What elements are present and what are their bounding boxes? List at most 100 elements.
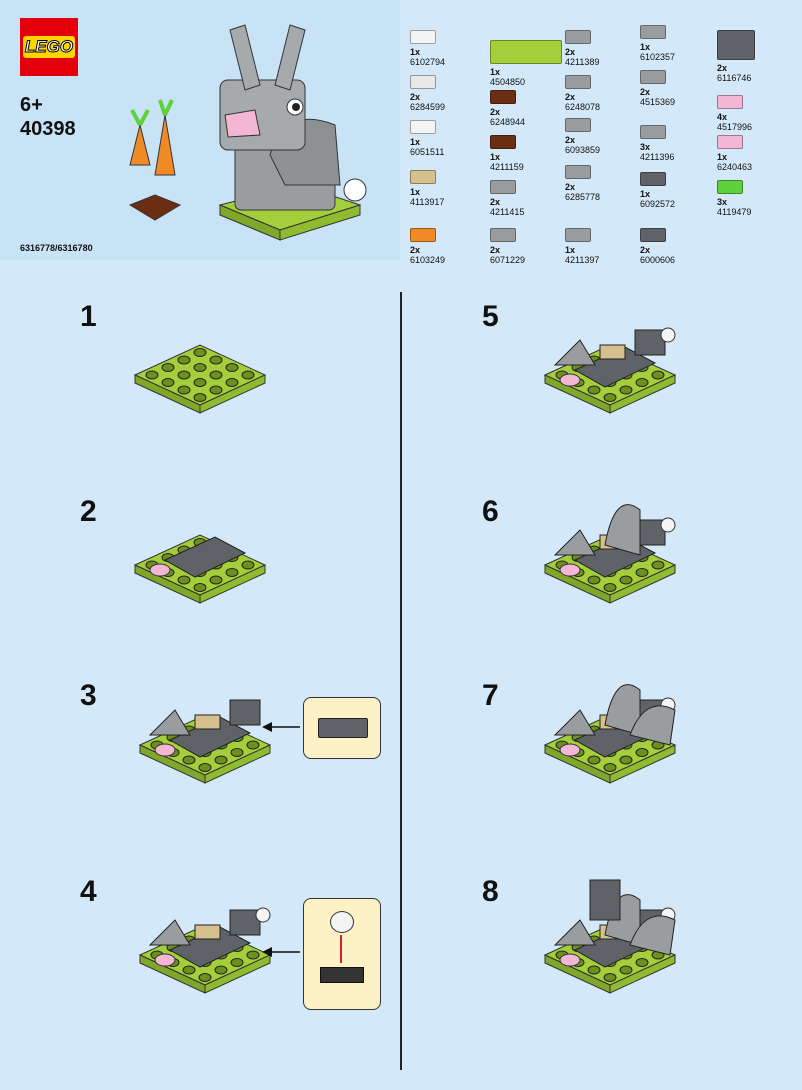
age-label: 6+ [20, 94, 43, 116]
part-id: 6285778 [565, 192, 601, 202]
part-id: 4119479 [717, 207, 752, 217]
part-id: 4211389 [565, 57, 600, 67]
step-3-parts-callout [303, 697, 381, 759]
part-quantity: 1x [717, 152, 728, 162]
brick-icon [410, 120, 436, 134]
part-id: 6248944 [490, 117, 526, 127]
step-number: 8 [482, 875, 499, 908]
part-id: 6248078 [565, 102, 601, 112]
part-quantity: 4x [717, 112, 728, 122]
part-quantity: 2x [565, 92, 576, 102]
part-quantity: 2x [640, 87, 651, 97]
brick-icon [490, 180, 516, 194]
part-id: 6102794 [410, 57, 446, 67]
part-id: 4504850 [490, 77, 526, 87]
brick-icon [717, 95, 743, 109]
part-id: 4211159 [490, 162, 524, 172]
part-quantity: 1x [410, 137, 421, 147]
part-id: 4211396 [640, 152, 675, 162]
brick-icon [640, 70, 666, 84]
part-id: 4211415 [490, 207, 525, 217]
brick-icon [717, 180, 743, 194]
brick-icon [410, 30, 436, 44]
part-quantity: 1x [410, 187, 421, 197]
down-arrow-icon [340, 935, 342, 963]
step-4-parts-callout [303, 898, 381, 1010]
brick-icon [640, 228, 666, 242]
set-header: LEGO 6+ 40398 6316778/6316780 [0, 0, 400, 260]
part-quantity: 2x [565, 47, 576, 57]
part-id: 4113917 [410, 197, 445, 207]
part-quantity: 1x [490, 67, 501, 77]
part-quantity: 1x [565, 245, 576, 255]
brick-icon [565, 30, 591, 44]
brick-icon [410, 228, 436, 242]
brick-icon [565, 118, 591, 132]
step-number: 2 [80, 495, 97, 528]
part-id: 6000606 [640, 255, 676, 265]
part-id: 4517996 [717, 122, 753, 132]
brick-icon [640, 25, 666, 39]
booklet-codes: 6316778/6316780 [20, 243, 93, 253]
bunny-model-image [128, 24, 367, 241]
brick-icon [640, 125, 666, 139]
part-quantity: 2x [490, 197, 501, 207]
part-quantity: 1x [640, 189, 651, 199]
part-quantity: 3x [640, 142, 651, 152]
part-quantity: 2x [490, 107, 501, 117]
lego-logo: LEGO [20, 18, 78, 76]
bracket-piece-icon [318, 718, 368, 738]
set-number: 40398 [20, 118, 76, 140]
part-quantity: 2x [410, 92, 421, 102]
step-number: 4 [80, 875, 97, 908]
brick-icon [565, 75, 591, 89]
column-divider [400, 292, 402, 1070]
part-id: 6093859 [565, 145, 601, 155]
jumper-plate-piece-icon [320, 967, 364, 983]
step-number: 7 [482, 679, 499, 712]
part-id: 6051511 [410, 147, 445, 157]
brick-icon [410, 75, 436, 89]
step-number: 3 [80, 679, 97, 712]
part-quantity: 1x [490, 152, 501, 162]
step-number: 5 [482, 300, 499, 333]
part-quantity: 3x [717, 197, 728, 207]
brick-icon [490, 135, 516, 149]
part-quantity: 2x [410, 245, 421, 255]
part-id: 6102357 [640, 52, 676, 62]
part-quantity: 2x [565, 182, 576, 192]
part-quantity: 2x [490, 245, 501, 255]
part-id: 6240463 [717, 162, 753, 172]
part-id: 6071229 [490, 255, 526, 265]
brick-icon [490, 40, 562, 64]
part-quantity: 2x [717, 63, 728, 73]
brick-icon [490, 90, 516, 104]
part-id: 4211397 [565, 255, 600, 265]
part-id: 6103249 [410, 255, 446, 265]
part-id: 6284599 [410, 102, 446, 112]
part-quantity: 2x [565, 135, 576, 145]
brick-icon [490, 228, 516, 242]
part-quantity: 1x [410, 47, 421, 57]
part-quantity: 1x [640, 42, 651, 52]
